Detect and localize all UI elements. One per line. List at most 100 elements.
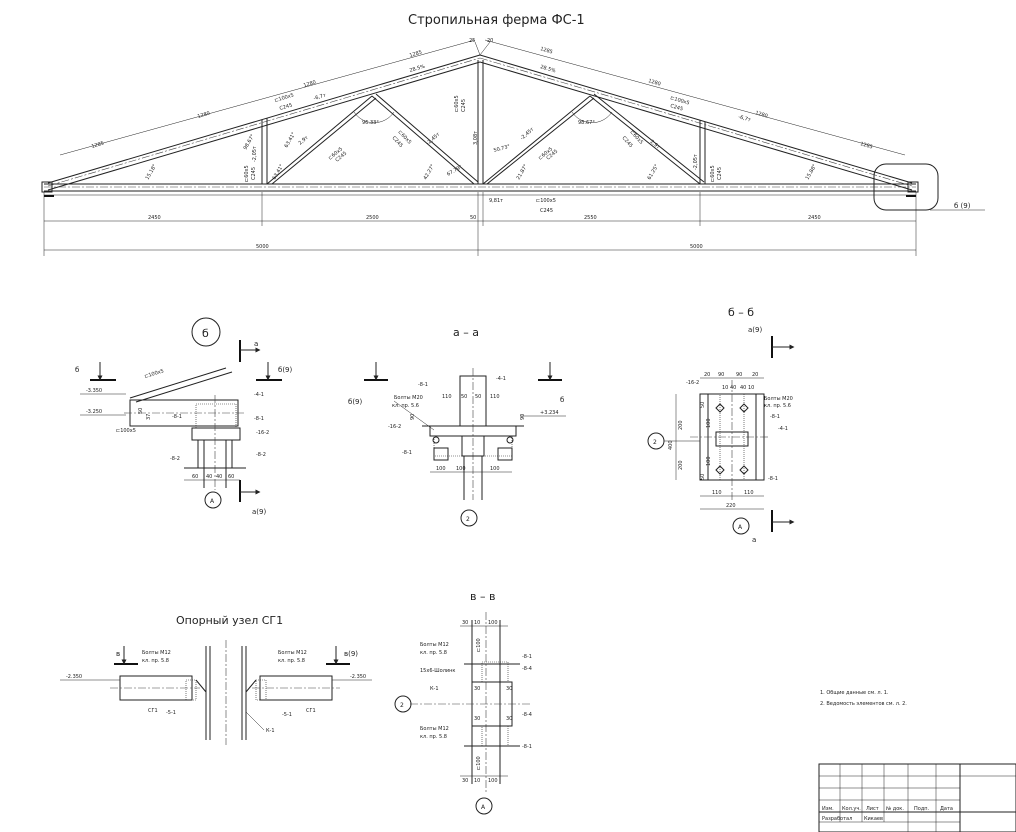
stamp-role: Разработал	[822, 816, 852, 822]
node-b-part-8: -8-2	[256, 452, 266, 458]
stamp-h-kol: Кол.уч.	[842, 806, 861, 812]
section-aa-dim-8: 100	[456, 466, 466, 472]
section-vv-dim-m2: 30	[506, 686, 512, 692]
node-b-part-1: ⊏100х5	[144, 368, 165, 380]
section-aa-axis: 2	[466, 516, 470, 523]
angle-1: 96.33°	[362, 120, 379, 126]
section-vv-bolts-bot: Болты М12	[420, 726, 449, 732]
angle-10: 15.88°	[805, 163, 819, 181]
top-dim-2: 1280	[197, 111, 211, 120]
section-bb-dim-l1: 200	[678, 420, 684, 430]
force-top-right: -6,7т	[737, 114, 751, 123]
section-aa-bolts-class: кл. пр. 5.6	[392, 403, 419, 409]
section-vv-part-8-1-bot: -8-1	[522, 744, 532, 750]
chord-left-steel: С245	[279, 102, 293, 111]
section-vv-dim-t1: 30	[462, 620, 468, 626]
support-part-5-1-left: -5-1	[166, 710, 176, 716]
section-vv-part-8-4-top: -8-4	[522, 666, 532, 672]
dim-2500: 2500	[366, 215, 379, 221]
support-elev-right: -2.350	[350, 674, 366, 680]
vert-section-left: ⊏60х5	[244, 165, 250, 182]
section-vv-dim-b3: 100	[488, 778, 498, 784]
chord-left-section: ⊏100х5	[274, 93, 295, 104]
top-dim-8: 1285	[859, 141, 873, 150]
support-part-sg1-left: СГ1	[148, 708, 158, 714]
section-bb-dim-b1: 110	[712, 490, 722, 496]
section-aa-part-2: -4-1	[496, 376, 506, 382]
top-dim-1: 1285	[91, 141, 105, 150]
node-b-dim-2: 40	[206, 474, 212, 480]
section-vv-dim-t2: 10	[474, 620, 480, 626]
detail-callout	[873, 163, 939, 211]
dim-50: 50	[470, 215, 476, 221]
support-part-5-1-right: -5-1	[282, 712, 292, 718]
section-bb-dim-b2: 110	[744, 490, 754, 496]
node-b-detail: б а а(9) б б(9) А -3.350 -3.250 ⊏100х5 ⊏…	[75, 317, 293, 516]
section-vv-dim-m1: 30	[474, 686, 480, 692]
dim-2550: 2550	[584, 215, 597, 221]
notes: 1. Общие данные см. л. 1. 2. Ведомость э…	[820, 690, 907, 707]
note-1: 1. Общие данные см. л. 1.	[820, 690, 889, 696]
support-node-title: Опорный узел СГ1	[176, 614, 283, 627]
force-diag-3: -2,45т	[519, 127, 535, 142]
section-bb-dim-t3: 90	[736, 372, 742, 378]
section-aa-part-4: -8-1	[402, 450, 412, 456]
support-elev-left: -2.350	[66, 674, 82, 680]
center-section: ⊏60х5	[454, 95, 460, 112]
dim-5000-left: 5000	[256, 244, 269, 250]
section-bb-dim-l3: 50	[700, 402, 706, 408]
section-vv-dim-b1: 30	[462, 778, 468, 784]
top-dim-4: 1285	[409, 50, 423, 59]
section-aa-label-2: б	[560, 396, 564, 404]
section-aa-label-1: б(9)	[348, 398, 363, 406]
section-aa-dim-6: 90	[520, 414, 526, 420]
node-b-part-4: -8-1	[172, 414, 182, 420]
node-b-part-6: -16-2	[256, 430, 269, 436]
force-bottom: 9,81т	[489, 198, 503, 204]
node-b-dim-4: 60	[228, 474, 234, 480]
section-vv-axis-a: А	[481, 804, 486, 811]
node-b-label-a9: а(9)	[252, 508, 266, 516]
force-vert-right: -2,05т	[693, 154, 699, 170]
section-bb-dim-t2: 90	[718, 372, 724, 378]
section-vv: в – в 2 А Болты М12 кл. пр. 5.8 15х6-Шол…	[394, 590, 532, 815]
force-top-left: -6,7т	[313, 93, 327, 102]
force-vert-left: -2,05т	[252, 146, 258, 162]
section-vv-dim-t3: 100	[488, 620, 498, 626]
node-b-elev-2: -3.250	[86, 409, 102, 415]
section-bb-dim-l6: 100	[706, 456, 712, 466]
section-aa-elev: +3.234	[540, 410, 559, 416]
apex-angle-left: 25	[469, 38, 475, 44]
angle-7: 42.27°	[423, 163, 437, 181]
apex-angle-right: 20	[487, 38, 493, 44]
section-bb-dim-l2: 200	[678, 460, 684, 470]
truss-elevation: Стропильная ферма ФС-1	[41, 13, 985, 256]
angle-6: 50.73°	[493, 144, 511, 154]
section-bb-title: б – б	[728, 306, 754, 319]
dim-2450-left: 2450	[148, 215, 161, 221]
chord-right-steel: С245	[669, 103, 683, 112]
node-b-dim-5: 50	[138, 408, 144, 414]
section-vv-part-8-4-bot: -8-4	[522, 712, 532, 718]
dim-5000-right: 5000	[690, 244, 703, 250]
section-vv-sec-bot: ⊏100	[476, 756, 482, 770]
section-bb-dim-t6: 40	[730, 385, 736, 391]
center-steel: С245	[461, 99, 467, 112]
node-b-label-a: а	[254, 340, 258, 348]
section-aa-dim-5: 90	[410, 414, 416, 420]
section-vv-dim-m4: 30	[506, 716, 512, 722]
stamp-h-izm: Изм.	[822, 806, 834, 812]
force-diag-2: -2,45т	[425, 132, 441, 147]
support-label-v: в	[116, 650, 120, 658]
section-bb-dim-t5: 10	[722, 385, 728, 391]
note-2: 2. Ведомость элементов см. л. 2.	[820, 701, 907, 707]
force-diag-1: 2,9т	[297, 135, 309, 147]
support-bolts-right-class: кл. пр. 5.8	[278, 658, 305, 664]
stamp-h-data: Дата	[940, 806, 953, 812]
stamp-h-podp: Подп.	[914, 806, 930, 812]
section-vv-bolts-top: Болты М12	[420, 642, 449, 648]
section-bb-part-1: -16-2	[686, 380, 699, 386]
top-dim-5: 1285	[539, 46, 553, 55]
section-bb-dim-t1: 20	[704, 372, 710, 378]
